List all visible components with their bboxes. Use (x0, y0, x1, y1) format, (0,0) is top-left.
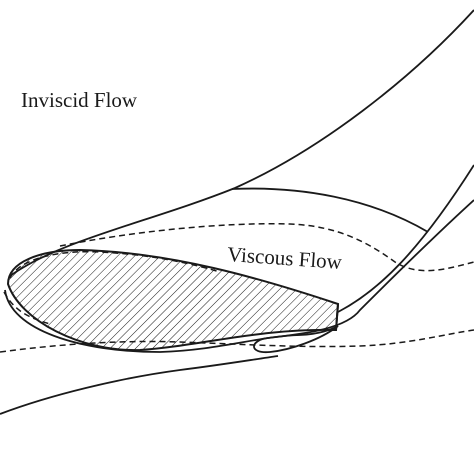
dashed-streamline-lower (0, 329, 474, 353)
dashed-streamline-upper (59, 223, 474, 272)
trailing-edge-line (335, 303, 339, 331)
upper-outer-boundary-line (9, 9, 474, 277)
dashed-streamline-airfoil-upper (9, 250, 221, 279)
wake-upper-line (337, 164, 474, 313)
viscous-region-top-line (231, 187, 429, 233)
inviscid-flow-label: Inviscid Flow (21, 88, 138, 112)
lower-outer-boundary-line (4, 289, 339, 353)
wake-loop-line (253, 199, 474, 353)
lower-wake-line (0, 355, 279, 415)
dashed-streamline-airfoil-lower (3, 291, 51, 325)
